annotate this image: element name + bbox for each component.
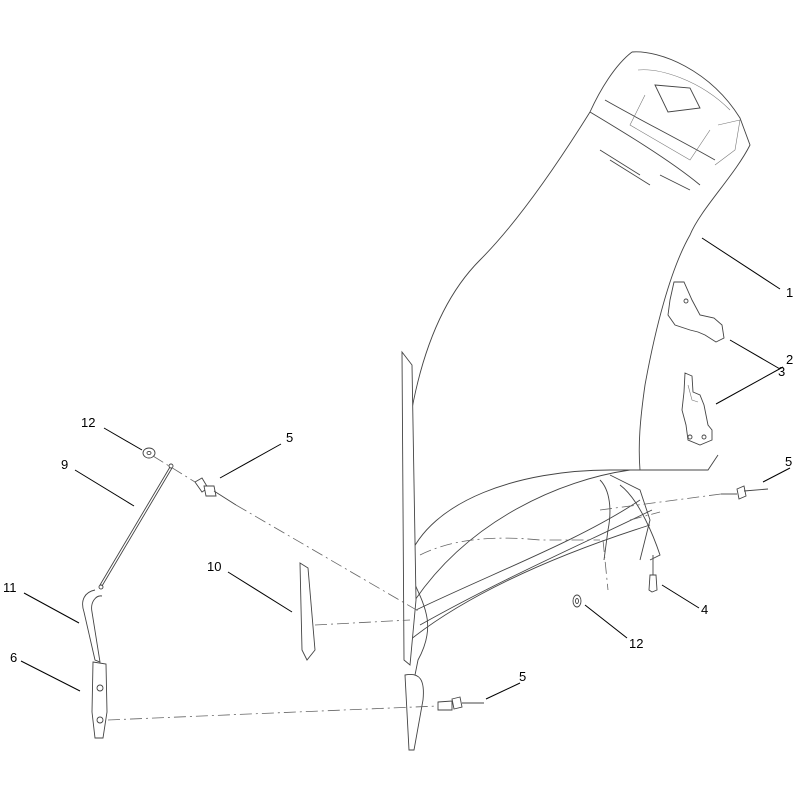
callout-4: 4 xyxy=(701,602,708,617)
callout-12-right: 12 xyxy=(629,636,643,651)
bracket-part-2 xyxy=(681,372,713,446)
rivet-part-5-upper xyxy=(194,477,237,506)
callout-5-lower: 5 xyxy=(519,669,526,684)
callout-5-upper: 5 xyxy=(286,430,293,445)
clip-part-6 xyxy=(91,661,108,739)
leader-lines xyxy=(20,237,791,700)
chute-deflector-flap xyxy=(401,350,424,751)
cable-part-9 xyxy=(98,463,174,590)
callout-5-right: 5 xyxy=(785,454,792,469)
callout-12-left: 12 xyxy=(81,415,95,430)
hair-pin-part-11 xyxy=(82,589,103,663)
washer-part-12-left xyxy=(142,447,156,459)
callout-6: 6 xyxy=(10,650,17,665)
bracket-plate-part-3 xyxy=(667,281,725,343)
washer-part-12-right xyxy=(572,594,582,608)
deflector-blade-part-10 xyxy=(299,562,316,661)
rivet-part-5-lower xyxy=(437,696,484,711)
callout-2: 2 xyxy=(786,352,793,367)
rivet-part-5-right xyxy=(721,485,769,500)
callout-10: 10 xyxy=(207,559,221,574)
callout-3: 3 xyxy=(778,364,785,379)
discharge-chute xyxy=(403,51,751,691)
callout-11: 11 xyxy=(3,580,17,595)
assembly-lines xyxy=(107,455,722,721)
bolt-part-4 xyxy=(648,555,658,593)
callout-1: 1 xyxy=(786,285,793,300)
callout-9: 9 xyxy=(61,457,68,472)
